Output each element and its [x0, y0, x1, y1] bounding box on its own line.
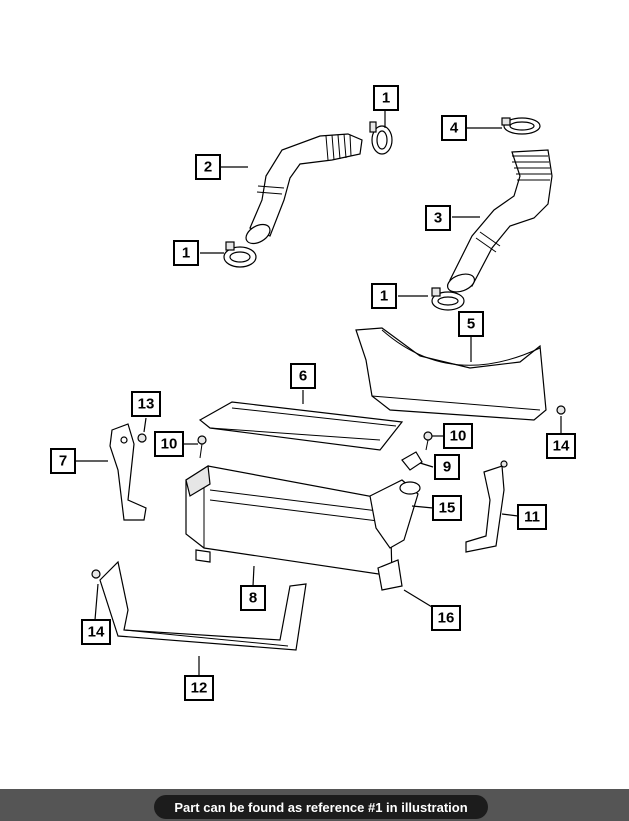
callout-7[interactable]: 7 [50, 448, 76, 474]
bracket-16-drawing [377, 559, 403, 591]
svg-text:1: 1 [382, 90, 390, 107]
callout-3[interactable]: 3 [425, 205, 451, 231]
callout-12[interactable]: 12 [184, 675, 214, 701]
callout-2[interactable]: 2 [195, 154, 221, 180]
bolt-10-right-drawing [423, 431, 433, 451]
intercooler-8-drawing [185, 464, 393, 577]
callout-13[interactable]: 13 [131, 391, 161, 417]
callout-1-right[interactable]: 1 [371, 283, 397, 309]
outlet-15-drawing [369, 479, 421, 549]
clamp-1-left-drawing [223, 241, 257, 268]
svg-text:1: 1 [182, 245, 190, 262]
svg-text:2: 2 [204, 159, 212, 176]
callout-6[interactable]: 6 [290, 363, 316, 389]
sensor-9-drawing [401, 451, 423, 471]
nut-14-right-drawing [556, 405, 566, 415]
callout-10-right[interactable]: 10 [443, 423, 473, 449]
callout-9[interactable]: 9 [434, 454, 460, 480]
callout-1-top[interactable]: 1 [373, 85, 399, 111]
bracket-7-drawing [109, 423, 147, 521]
parts-diagram: 1 1 1 2 3 4 5 6 7 8 9 10 [50, 85, 576, 701]
svg-text:14: 14 [88, 624, 105, 641]
air-shroud-5-drawing [355, 327, 547, 421]
svg-text:13: 13 [138, 396, 155, 413]
nut-14-left-drawing [91, 569, 101, 579]
footer-bar: Part can be found as reference #1 in ill… [0, 789, 629, 821]
hose-3-drawing [446, 149, 553, 293]
callout-15[interactable]: 15 [432, 495, 462, 521]
callout-8[interactable]: 8 [240, 585, 266, 611]
svg-text:3: 3 [434, 210, 442, 227]
svg-text:12: 12 [191, 680, 208, 697]
callout-14-right[interactable]: 14 [546, 433, 576, 459]
callout-14-left[interactable]: 14 [81, 619, 111, 645]
svg-text:5: 5 [467, 316, 475, 333]
bracket-11-drawing [465, 460, 508, 553]
svg-text:15: 15 [439, 500, 456, 517]
svg-text:7: 7 [59, 453, 67, 470]
callout-4[interactable]: 4 [441, 115, 467, 141]
bracket-6-drawing [198, 401, 404, 451]
svg-text:8: 8 [249, 590, 257, 607]
svg-text:11: 11 [524, 509, 540, 526]
callout-5[interactable]: 5 [458, 311, 484, 337]
callout-1-left[interactable]: 1 [173, 240, 199, 266]
reference-note: Part can be found as reference #1 in ill… [154, 795, 488, 819]
svg-text:6: 6 [299, 368, 307, 385]
clamp-1-right-drawing [431, 287, 465, 311]
callout-11[interactable]: 11 [517, 504, 547, 530]
callout-10-left[interactable]: 10 [154, 431, 184, 457]
bracket-12-drawing [99, 560, 307, 651]
callout-16[interactable]: 16 [431, 605, 461, 631]
svg-text:10: 10 [450, 428, 467, 445]
hose-2-drawing [245, 133, 363, 245]
svg-text:4: 4 [450, 120, 459, 137]
svg-text:1: 1 [380, 288, 388, 305]
clamp-1-top-drawing [369, 121, 393, 155]
svg-text:9: 9 [443, 459, 451, 476]
bolt-10-left-drawing [197, 435, 207, 459]
svg-text:10: 10 [161, 436, 178, 453]
bolt-13-drawing [137, 433, 147, 443]
leader-lines [75, 110, 562, 676]
svg-text:16: 16 [438, 610, 455, 627]
svg-text:14: 14 [553, 438, 570, 455]
clamp-4-drawing [501, 117, 541, 135]
